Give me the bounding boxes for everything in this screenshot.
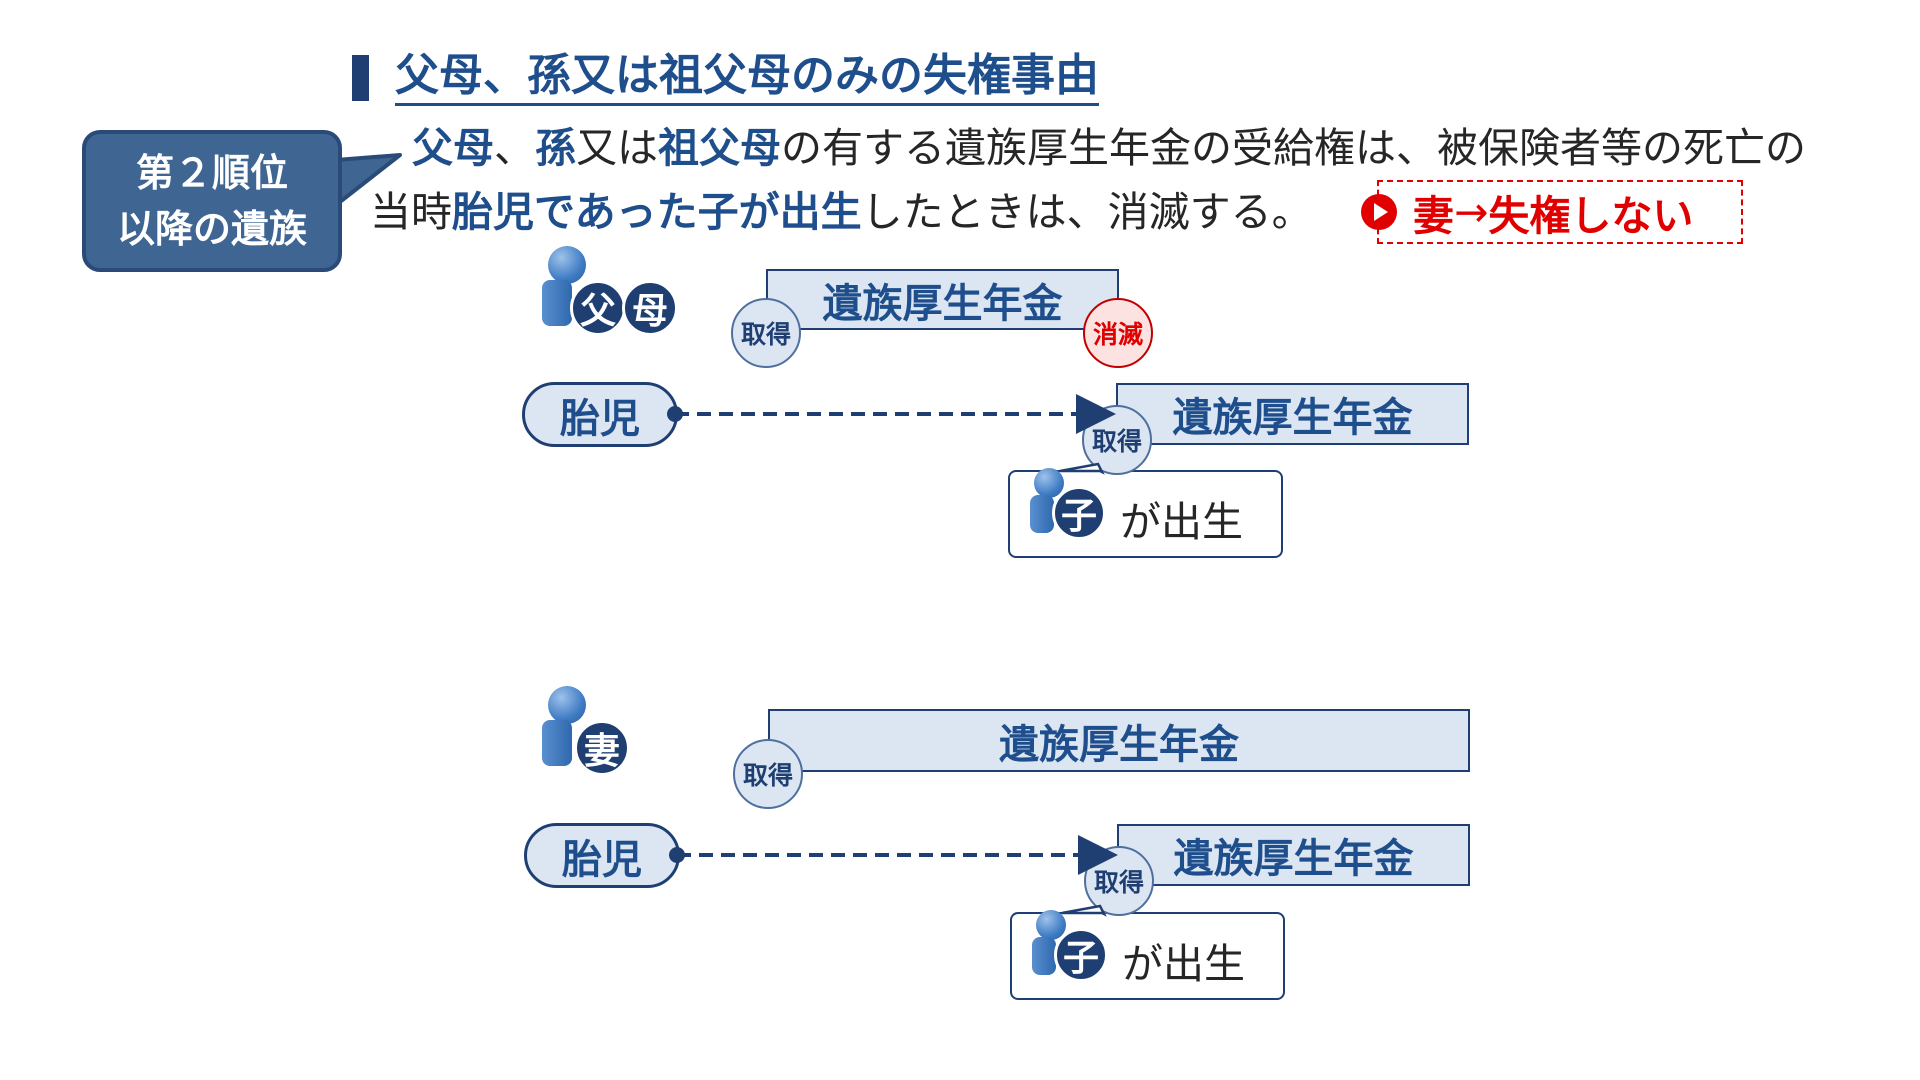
acquire-circle-child: 取得 [1082,405,1152,475]
title-marker [352,55,369,101]
wife-badge: 妻 [574,720,630,776]
child-badge: 子 [1052,486,1106,540]
lost-circle: 消滅 [1083,298,1153,368]
text-grandparents: 祖父母 [658,124,781,172]
note-no-loss: 失権しない [1488,192,1694,240]
note-wife: 妻 [1413,192,1454,240]
note-arrow: → [1454,188,1489,236]
person-body-icon [542,280,572,326]
birth-text-bottom: が出生 [1122,940,1245,988]
person-head-icon [548,246,586,284]
callout-line1: 第２順位 [135,151,288,195]
page-title: 父母、孫又は祖父母のみの失権事由 [395,50,1099,106]
fetus-pill: 胎児 [522,382,678,447]
pension-bar-wife: 遺族厚生年金 [768,709,1470,772]
pension-bar-child: 遺族厚生年金 [1116,383,1469,445]
play-icon [1361,194,1397,230]
text-fetus-born: 胎児であった子が出生 [452,188,862,236]
text-extinguish: したときは、消滅する。 [861,188,1313,236]
pension-bar-child-bottom: 遺族厚生年金 [1117,824,1470,886]
father-badge: 父 [570,280,626,336]
paragraph-line1: 父母、孫又は祖父母の有する遺族厚生年金の受給権は、被保険者等の死亡の [412,116,1806,180]
birth-text: が出生 [1120,498,1243,546]
text-rest1: の有する遺族厚生年金の受給権は、被保険者等の死亡の [781,124,1806,172]
callout-line2: 以降の遺族 [116,207,307,251]
acquire-circle: 取得 [731,298,801,368]
text-or: 又は [576,124,658,172]
section-heading: 父母、孫又は祖父母のみの失権事由 [352,50,1099,106]
mother-badge: 母 [622,280,678,336]
acquire-circle-wife: 取得 [733,739,803,809]
wife-body-icon [542,720,572,766]
callout-box: 第２順位 以降の遺族 [82,130,342,272]
child-body-icon-bottom [1032,937,1056,975]
pension-bar-parents: 遺族厚生年金 [766,269,1119,330]
child-body-icon [1030,495,1054,533]
fetus-pill-bottom: 胎児 [524,823,680,888]
exception-note: 妻 → 失権しない [1361,180,1743,244]
text-at-time: 当時 [370,188,452,236]
paragraph-line2: 当時胎児であった子が出生したときは、消滅する。 [370,180,1313,244]
text-parents: 父母 [412,124,494,172]
text-comma: 、 [494,124,535,172]
child-badge-bottom: 子 [1054,928,1108,982]
wife-head-icon [548,686,586,724]
text-grandchild: 孫 [535,124,576,172]
